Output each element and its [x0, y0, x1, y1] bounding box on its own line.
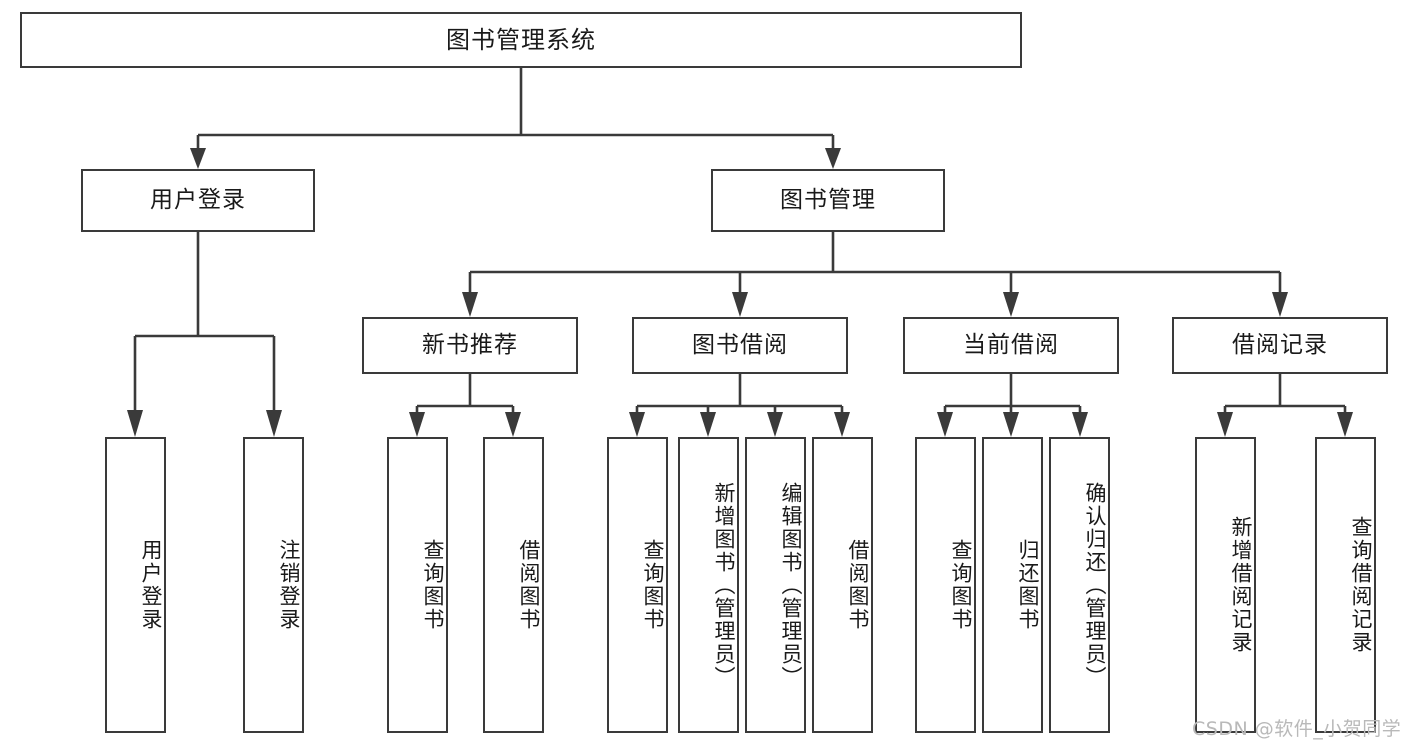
- node-leaf-confirm-return-admin-label: 确认归还（管理员）: [1083, 481, 1107, 689]
- arrow-bookborrow-leaf-3: [767, 412, 783, 437]
- node-leaf-user-login[interactable]: 用户登录: [105, 437, 166, 733]
- arrow-root-to-bookmgmt: [825, 148, 841, 169]
- arrow-currentborrow-leaf-1: [937, 412, 953, 437]
- node-book-borrow[interactable]: 图书借阅: [632, 317, 848, 374]
- node-leaf-return-book-label: 归还图书: [1016, 539, 1040, 631]
- csdn-watermark: CSDN @软件_小贺同学: [1192, 718, 1402, 740]
- node-leaf-logout-label: 注销登录: [277, 539, 301, 631]
- arrow-currentborrow-leaf-3: [1072, 412, 1088, 437]
- node-leaf-query-book-newbook-label: 查询图书: [421, 539, 445, 631]
- arrow-bookmgmt-to-borrow: [732, 292, 748, 317]
- node-leaf-edit-book-admin[interactable]: 编辑图书（管理员）: [745, 437, 806, 733]
- node-leaf-query-book-newbook[interactable]: 查询图书: [387, 437, 448, 733]
- node-leaf-query-borrow-record-label: 查询借阅记录: [1349, 516, 1373, 654]
- node-leaf-add-borrow-record-label: 新增借阅记录: [1229, 516, 1253, 654]
- node-leaf-user-login-label: 用户登录: [139, 539, 163, 631]
- node-book-borrow-label: 图书借阅: [692, 331, 788, 358]
- node-leaf-query-book-borrow[interactable]: 查询图书: [607, 437, 668, 733]
- arrow-borrowrecord-leaf-2: [1337, 412, 1353, 437]
- node-root-label: 图书管理系统: [446, 25, 596, 54]
- arrow-bookmgmt-to-new: [462, 292, 478, 317]
- node-new-book-recommend[interactable]: 新书推荐: [362, 317, 578, 374]
- node-user-login-label: 用户登录: [150, 186, 246, 213]
- node-book-management-label: 图书管理: [780, 186, 876, 213]
- node-leaf-query-borrow-record[interactable]: 查询借阅记录: [1315, 437, 1376, 733]
- node-borrow-record-label: 借阅记录: [1232, 331, 1328, 358]
- node-leaf-edit-book-admin-label: 编辑图书（管理员）: [779, 481, 803, 689]
- node-borrow-record[interactable]: 借阅记录: [1172, 317, 1388, 374]
- arrow-borrowrecord-leaf-1: [1217, 412, 1233, 437]
- node-leaf-query-book-current-label: 查询图书: [949, 539, 973, 631]
- node-current-borrow[interactable]: 当前借阅: [903, 317, 1119, 374]
- arrow-root-to-userlogin: [190, 148, 206, 169]
- arrow-userlogin-leaf-1: [127, 410, 143, 437]
- arrow-userlogin-leaf-2: [266, 410, 282, 437]
- arrow-bookborrow-leaf-2: [700, 412, 716, 437]
- node-user-login[interactable]: 用户登录: [81, 169, 315, 232]
- node-leaf-query-book-current[interactable]: 查询图书: [915, 437, 976, 733]
- node-leaf-add-book-admin[interactable]: 新增图书（管理员）: [678, 437, 739, 733]
- node-leaf-confirm-return-admin[interactable]: 确认归还（管理员）: [1049, 437, 1110, 733]
- node-leaf-query-book-borrow-label: 查询图书: [641, 539, 665, 631]
- arrow-bookmgmt-to-record: [1272, 292, 1288, 317]
- node-leaf-borrow-book-newbook[interactable]: 借阅图书: [483, 437, 544, 733]
- arrow-newbook-leaf-1: [409, 412, 425, 437]
- node-new-book-recommend-label: 新书推荐: [422, 331, 518, 358]
- arrow-bookborrow-leaf-1: [629, 412, 645, 437]
- node-leaf-borrow-book-newbook-label: 借阅图书: [517, 539, 541, 631]
- node-book-management[interactable]: 图书管理: [711, 169, 945, 232]
- arrow-bookmgmt-to-current: [1003, 292, 1019, 317]
- node-current-borrow-label: 当前借阅: [963, 331, 1059, 358]
- node-leaf-logout[interactable]: 注销登录: [243, 437, 304, 733]
- arrow-bookborrow-leaf-4: [834, 412, 850, 437]
- node-leaf-add-book-admin-label: 新增图书（管理员）: [712, 481, 736, 689]
- arrow-newbook-leaf-2: [505, 412, 521, 437]
- node-leaf-return-book[interactable]: 归还图书: [982, 437, 1043, 733]
- node-root-book-management-system[interactable]: 图书管理系统: [20, 12, 1022, 68]
- arrow-currentborrow-leaf-2: [1003, 412, 1019, 437]
- node-leaf-borrow-book[interactable]: 借阅图书: [812, 437, 873, 733]
- node-leaf-borrow-book-label: 借阅图书: [846, 539, 870, 631]
- node-leaf-add-borrow-record[interactable]: 新增借阅记录: [1195, 437, 1256, 733]
